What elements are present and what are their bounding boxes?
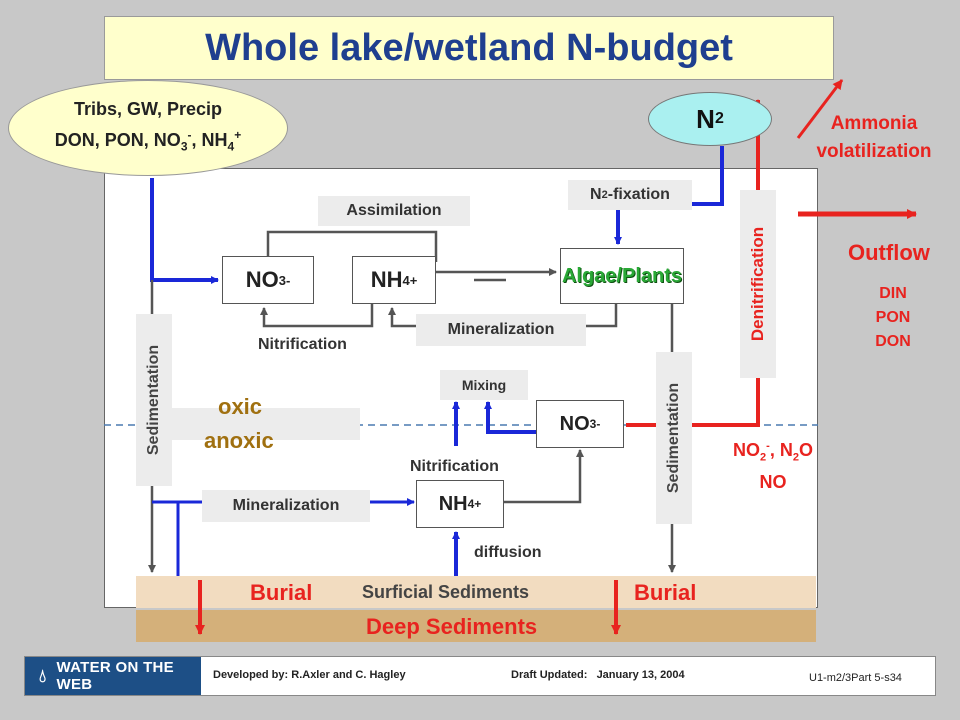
oxic-label: oxic [218, 394, 263, 419]
footer-code: U1-m2/3Part 5-s34 [809, 672, 902, 684]
nitrification-upper-label: Nitrification [258, 336, 347, 353]
arrow-nitrification-lower [504, 449, 584, 504]
outflow-item-don: DON [875, 333, 911, 350]
footer-bar: 💧︎ WATER ON THE WEB Developed by: R.Axle… [24, 656, 936, 696]
ammonia-volatilization-label: Ammonia volatilization [816, 113, 932, 162]
oxic-band [172, 408, 360, 440]
arrow-mixing-no3 [484, 401, 536, 434]
deep-sediments-label: Deep Sediments [366, 614, 538, 639]
page-title: Whole lake/wetland N-budget [104, 16, 834, 80]
sources-ellipse: Tribs, GW, Precip DON, PON, NO3-, NH4+ [8, 80, 288, 176]
sedimentation-left-label: Sedimentation [136, 314, 172, 486]
sources-line1: Tribs, GW, Precip [73, 99, 223, 120]
nox-products-line2: NO [759, 471, 787, 492]
outflow-items: DIN PON DON [868, 282, 918, 354]
burial-right-label: Burial [634, 580, 697, 605]
mixing-label: Mixing [440, 370, 528, 400]
arrow-nitrification-upper [260, 304, 374, 328]
burial-left-label: Burial [250, 580, 313, 605]
brand-name: WATER ON THE WEB [56, 659, 174, 693]
line-assimilation [266, 230, 438, 262]
sedimentation-right-label: Sedimentation [656, 352, 692, 524]
nitrification-lower-label: Nitrification [410, 458, 499, 475]
surficial-sediments-layer [136, 576, 816, 608]
algae-plants-box: Algae/Plants [560, 248, 684, 304]
diffusion-label: diffusion [474, 544, 542, 561]
water-drop-icon: 💧︎ [39, 665, 47, 686]
nox-products-label: NO2-, N2O NO [706, 434, 840, 494]
anoxic-label: anoxic [204, 428, 274, 453]
outflow-label: Outflow [848, 240, 930, 265]
outflow-item-pon: PON [875, 309, 911, 326]
surficial-sediments-label: Surficial Sediments [362, 582, 530, 602]
nox-products-line1: NO2-, N2O [733, 440, 813, 464]
footer-draft: Draft Updated: January 13, 2004 [511, 669, 685, 681]
sources-line2: DON, PON, NO3-, NH4+ [54, 128, 242, 154]
arrow-ammonia-volatilization [796, 79, 844, 139]
deep-sediments-layer [136, 610, 816, 642]
outflow-item-din: DIN [879, 285, 907, 302]
mineralization-lower-label: Mineralization [202, 490, 370, 522]
brand-logo: 💧︎ WATER ON THE WEB [25, 657, 201, 695]
denitrification-label: Denitrification [740, 190, 776, 378]
footer-developed: Developed by: R.Axler and C. Hagley [213, 669, 406, 681]
assimilation-label: Assimilation [318, 196, 470, 226]
mineralization-upper-label: Mineralization [416, 314, 586, 346]
arrow-sources-to-no3 [150, 178, 219, 284]
